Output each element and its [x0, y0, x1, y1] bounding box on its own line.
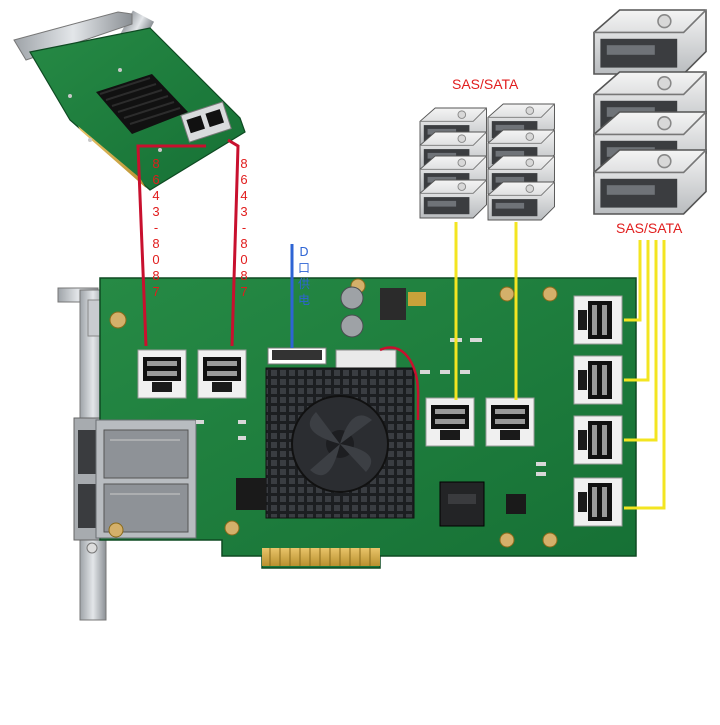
cable-label-right-char: 8: [240, 236, 248, 251]
hba-card: [13, 10, 246, 191]
fan-heatsink-icon: [265, 367, 415, 519]
red-cable-left: [136, 144, 206, 347]
cable-label-right-char: 3: [240, 204, 248, 219]
yellow-cables-top: [454, 222, 518, 400]
input-port-1-icon: [137, 349, 187, 399]
yellow-cables-right: [624, 240, 666, 510]
cable-label-left-char: 8: [152, 236, 160, 251]
hba-port-icon: [180, 101, 232, 143]
expander-card: [57, 277, 637, 621]
cable-label-left-char: 8: [152, 268, 160, 283]
drive-port-2-icon: [485, 397, 535, 447]
cable-label-left-char: 8: [152, 156, 160, 171]
power-label-char: 口: [297, 261, 310, 275]
cable-label-right-char: 8: [240, 156, 248, 171]
drive-port-6-icon: [573, 477, 623, 527]
cable-label-right-char: 8: [240, 268, 248, 283]
cable-label-left-char: 0: [152, 252, 160, 267]
power-label-char: 供: [297, 277, 310, 291]
cable-label-right-char: 0: [240, 252, 248, 267]
cable-label-left-char: 6: [152, 172, 160, 187]
drive-port-1-icon: [425, 397, 475, 447]
hard-drive-icon: [487, 181, 555, 221]
hard-drive-icon: [593, 9, 707, 75]
drive-port-4-icon: [573, 355, 623, 405]
sas-sata-label-right: SAS/SATA: [616, 220, 683, 236]
cable-label-left-char: 7: [152, 284, 160, 299]
red-cable-right: [227, 138, 240, 347]
power-label-char: D: [299, 245, 309, 259]
cable-label-right-char: 6: [240, 172, 248, 187]
input-port-2-icon: [197, 349, 247, 399]
hba-heatsink-icon: [96, 74, 188, 134]
cable-label-left-char: 4: [152, 188, 160, 203]
power-label-char: 电: [297, 293, 310, 307]
sas-sata-label-top: SAS/SATA: [452, 76, 519, 92]
cable-label-right-char: 7: [240, 284, 248, 299]
drive-group-top: [419, 103, 555, 221]
cable-label-left-char: -: [153, 220, 159, 235]
drive-group-right: [593, 9, 707, 215]
drive-port-5-icon: [573, 415, 623, 465]
cable-label-right-char: 4: [240, 188, 248, 203]
cable-label-right-char: -: [241, 220, 247, 235]
external-port-cage-icon: [95, 419, 197, 539]
drive-port-3-icon: [573, 295, 623, 345]
hard-drive-icon: [593, 149, 707, 215]
hard-drive-icon: [419, 179, 487, 219]
cable-label-left-char: 3: [152, 204, 160, 219]
